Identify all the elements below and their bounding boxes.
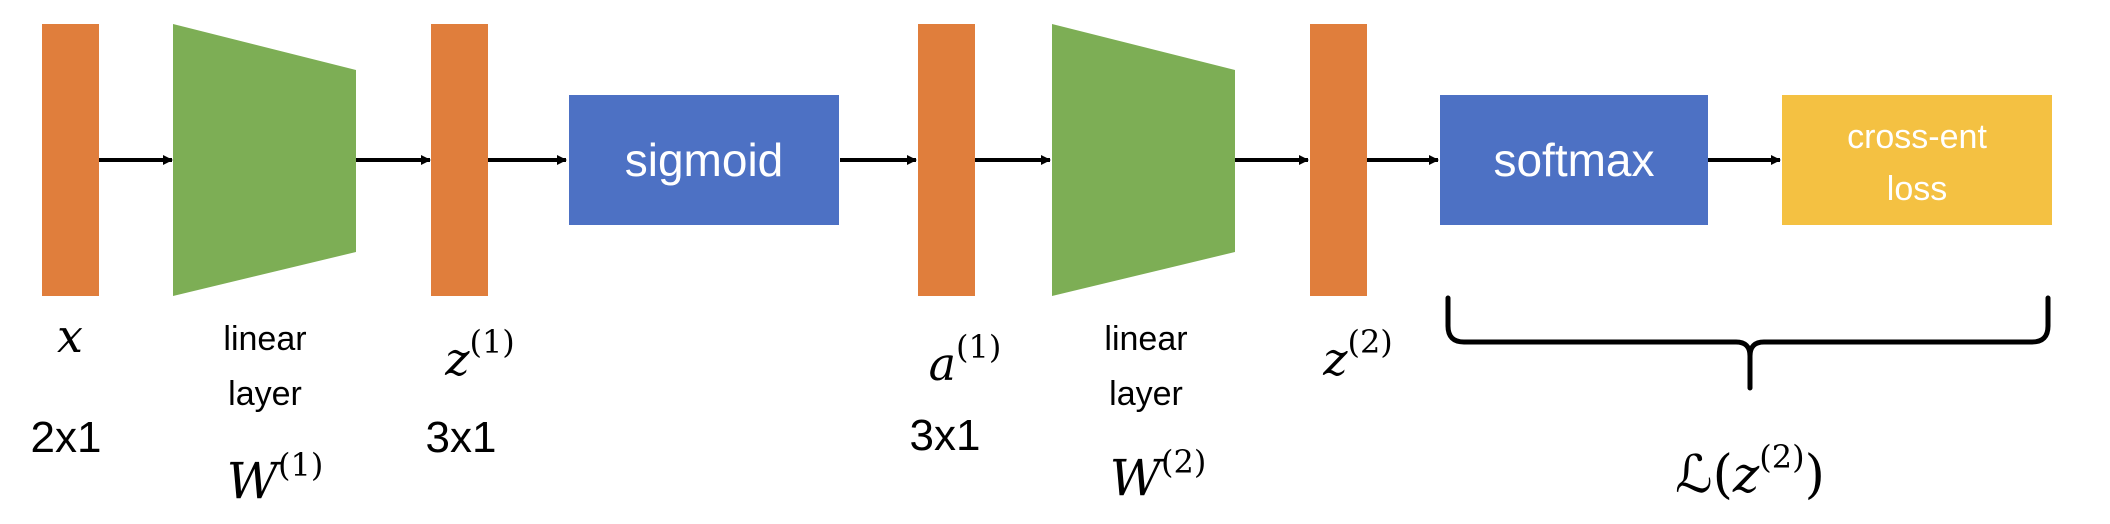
weight2-label: W(2) <box>1110 443 1207 507</box>
sigmoid-label: sigmoid <box>625 134 784 186</box>
x-dimension: 2x1 <box>31 413 102 462</box>
loss-block <box>1782 95 2052 225</box>
linear-layer-2 <box>1052 24 1235 296</box>
linear-layer-1 <box>173 24 356 296</box>
linear1-label-line2: layer <box>228 375 302 413</box>
loss-function-label: ℒ(z(2)) <box>1675 438 1825 505</box>
vector-z1 <box>431 24 488 296</box>
a1-symbol: a(1) <box>929 328 1002 391</box>
loss-label-line1: cross-ent <box>1847 118 1987 156</box>
sigmoid-block <box>569 95 839 225</box>
x-symbol: x <box>57 309 83 363</box>
z1-symbol: z(1) <box>444 323 515 386</box>
softmax-block <box>1440 95 1708 225</box>
loss-brace <box>1445 295 2051 391</box>
vector-z2 <box>1310 24 1367 296</box>
weight1-label: W(1) <box>227 446 324 510</box>
loss-label-line2: loss <box>1887 170 1947 208</box>
z2-symbol: z(2) <box>1322 323 1393 386</box>
vector-a1 <box>918 24 975 296</box>
z1-dimension: 3x1 <box>426 413 497 462</box>
a1-dimension: 3x1 <box>910 411 981 460</box>
softmax-label: softmax <box>1493 134 1654 186</box>
linear1-label-line1: linear <box>223 320 306 358</box>
vector-x <box>42 24 99 296</box>
linear2-label-line2: layer <box>1109 375 1183 413</box>
linear2-label-line1: linear <box>1104 320 1187 358</box>
